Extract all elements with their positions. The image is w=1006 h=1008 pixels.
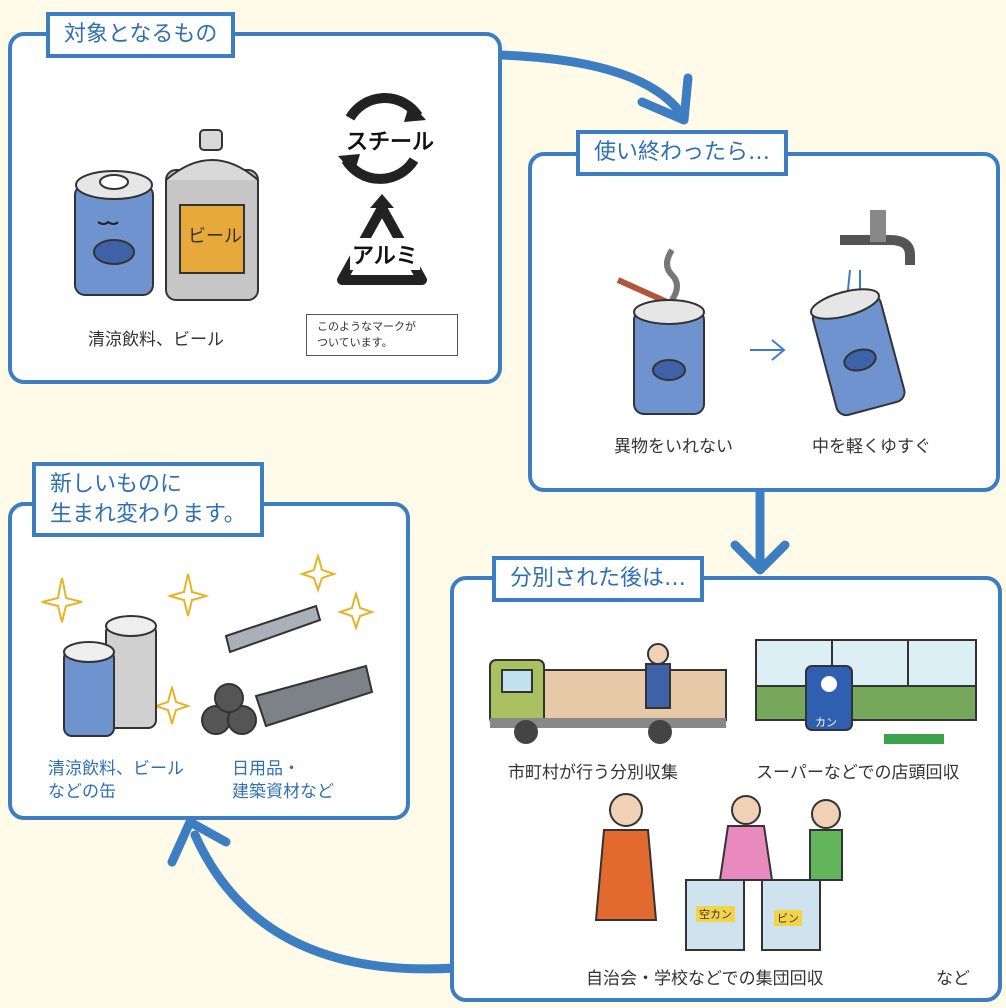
panel-after-use-title: 使い終わったら… [576,130,789,176]
reborn-caption-materials: 日用品・ 建築資材など [232,759,334,802]
arrow-sort-to-reborn-head [167,817,231,867]
sparkle-icon [298,552,376,632]
step2-caption: 中を軽くゆすぐ [812,437,931,457]
panel-target-title: 対象となるもの [46,12,236,58]
steel-mark-icon [338,93,426,184]
mark-note: このようなマークが ついています。 [306,314,458,356]
step1-caption: 異物をいれない [614,437,733,457]
flow-right-arrow-icon [750,339,786,361]
can-with-cigarette-illustration [616,248,705,415]
kan-box-label: カン [815,716,837,729]
item3-caption: 自治会・学校などでの集団回収 [586,969,824,989]
panel-after-sort-title: 分別された後は… [492,556,705,602]
recycled-cans-illustration [63,615,157,737]
garbage-truck-illustration [489,643,727,744]
building-materials-illustration [201,604,374,735]
alumi-mark-label: アルミ [350,238,420,270]
beer-can-illustration [165,129,259,301]
reborn-caption-cans: 清涼飲料、ビール などの缶 [48,759,184,802]
steel-can-illustration [74,170,154,296]
item2-caption: スーパーなどでの店頭回収 [756,763,960,783]
faucet-rinse-illustration [810,210,915,417]
bin-bag-label: ビン [774,910,802,926]
arrow-target-to-use-head [637,73,693,125]
community-collection-illustration [594,793,843,951]
item1-caption: 市町村が行う分別収集 [508,763,678,783]
arrow-sort-to-reborn [190,830,460,974]
etc-caption: など [936,969,970,989]
steel-mark-label: スチール [346,130,435,155]
panel-reborn-title: 新しいものに 生まれ変わります。 [32,462,264,538]
sparkle-icon [41,573,210,725]
store-collection-box-illustration [755,639,977,744]
arrow-target-to-use [495,50,685,117]
panel-target-caption: 清涼飲料、ビール [88,330,224,350]
beer-can-label: ビール [188,226,242,247]
akikan-bag-label: 空カン [696,906,735,922]
arrow-use-to-sort-head [730,540,790,575]
